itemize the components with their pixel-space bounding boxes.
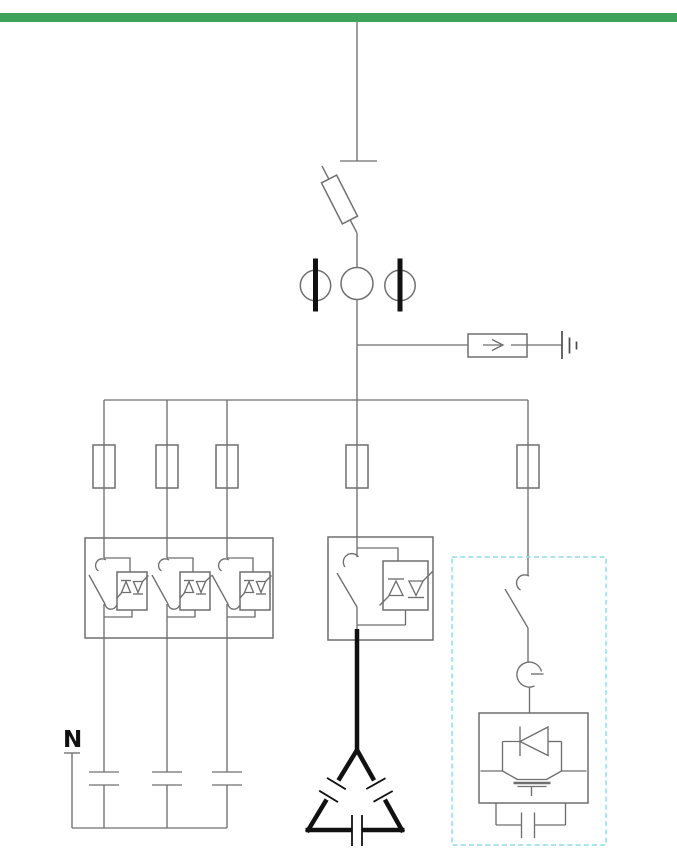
fuse-1 [92,444,116,489]
module-enclosure [84,537,274,639]
thyristor-valve-module [327,536,434,641]
branch-phase-1 [89,400,119,828]
branch-center [345,400,369,557]
igbt-gate-stack [513,778,551,796]
dc-capacitor [495,803,567,838]
ct-left-primary-bar [313,258,318,312]
star-capacitor-3 [212,771,242,786]
ct-middle-icon [340,266,374,301]
thyristor-bypass-module [84,537,274,639]
thyristor-up-icon [387,579,405,597]
igbt-diode-module [478,712,589,804]
fuse-5 [516,444,540,489]
thyristor-unit-3 [211,557,273,618]
fuse-2 [155,444,179,489]
fuse-3 [215,444,239,489]
delta-capacitor-bottom [351,815,363,846]
dashed-boundary [451,556,607,846]
delta-capacitor-right [365,777,394,803]
ct-right-primary-bar [397,258,403,312]
statcom-enclosure [451,556,607,846]
disconnector-blade [504,588,529,629]
module-enclosure [478,712,589,804]
incoming-feeder [340,22,377,162]
fuse-4 [345,444,369,489]
fuse-disconnector [320,165,359,268]
star-capacitor-2 [152,771,182,786]
diode-icon [518,725,549,757]
drive-loop-icon [516,661,544,688]
neutral-label: N [63,727,82,753]
delta-capacitor-left [318,777,347,803]
bypass-contactor-blade [336,572,358,608]
thyristor-unit-2 [151,557,213,618]
branch-phase-2 [152,400,182,828]
fuse-body [320,174,359,225]
branch-right [516,400,540,575]
thyristor-down-icon [407,580,425,598]
thyristor-unit-1 [88,557,150,618]
current-transformer-group [299,258,416,400]
branch-phase-3 [212,400,242,828]
delta-capacitor-bank [305,629,405,846]
neutral-rail: N [63,727,227,829]
hv-busbar [0,13,677,22]
module-enclosure [327,536,434,641]
star-capacitor-1 [89,771,119,786]
earth-terminal-icon [561,331,578,359]
surge-arrester-branch [357,331,578,359]
